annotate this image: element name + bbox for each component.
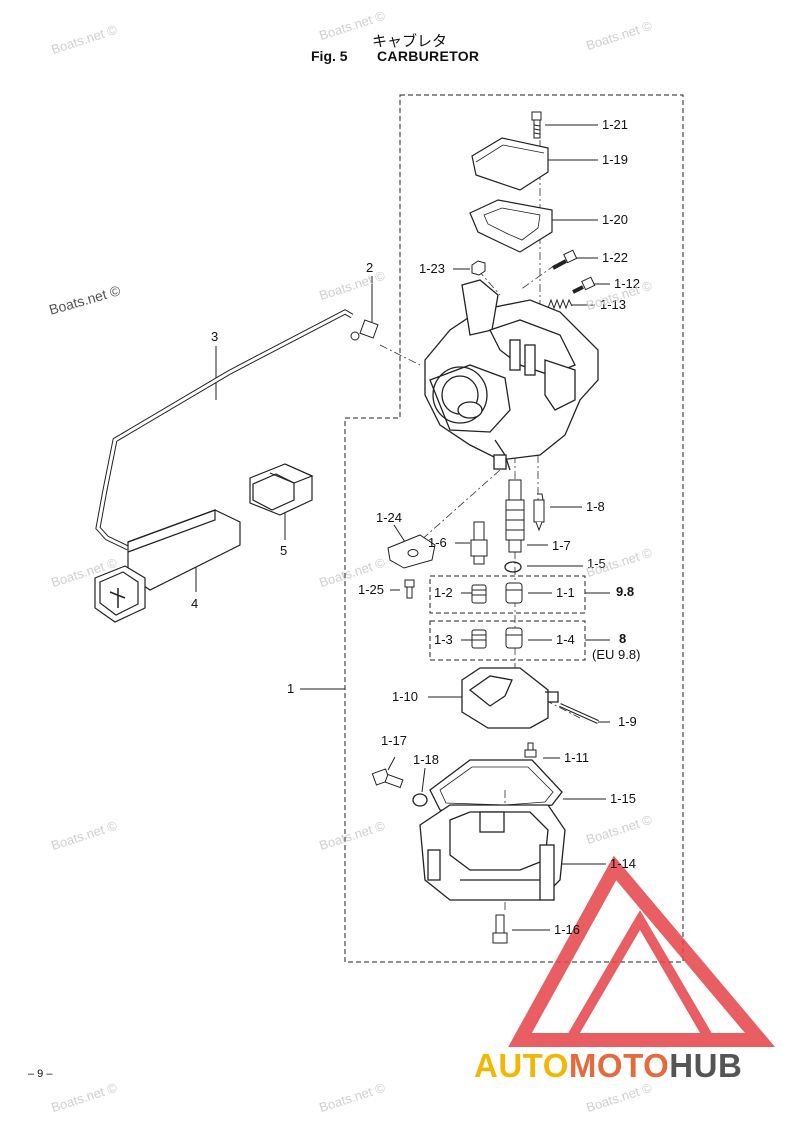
part-1-18-washer [412, 793, 428, 807]
brand-wordmark: AUTOMOTOHUB [474, 1047, 742, 1085]
automotohub-logo-mark [508, 855, 776, 1047]
part-1-23-nut [471, 260, 486, 276]
part-4-handle [94, 509, 241, 623]
part-label-1-9[interactable]: 1-9 [618, 714, 637, 729]
part-1-21-screw [531, 111, 542, 139]
part-1-13-spring [547, 298, 573, 310]
hp-label-eu-note: (EU 9.8) [592, 647, 641, 662]
part-1-19-cover [471, 137, 549, 191]
part-5-knob [249, 463, 314, 516]
brand-part-hub: HUB [669, 1047, 743, 1084]
brand-part-moto: MOTO [568, 1047, 670, 1084]
part-label-1-6[interactable]: 1-6 [428, 535, 447, 550]
part-label-1-21[interactable]: 1-21 [602, 117, 629, 132]
part-label-1-25[interactable]: 1-25 [358, 582, 385, 597]
part-1-24-plate [387, 534, 436, 569]
part-label-4[interactable]: 4 [191, 596, 199, 611]
part-1-11-screw [524, 742, 537, 758]
part-label-2[interactable]: 2 [366, 260, 374, 275]
part-label-1-4[interactable]: 1-4 [556, 632, 575, 647]
hp-label-9-8: 9.8 [616, 584, 635, 599]
part-1-25-screw [404, 579, 415, 599]
part-1-16-drain-screw [492, 914, 508, 944]
part-label-1-10[interactable]: 1-10 [392, 689, 419, 704]
part-1-3-pilot-jet [471, 629, 487, 649]
part-1-1-main-jet [505, 582, 523, 604]
part-label-5[interactable]: 5 [280, 543, 288, 558]
figure-number: Fig. 5 [311, 48, 348, 64]
part-1-20-gasket [469, 199, 553, 253]
part-label-1-1[interactable]: 1-1 [556, 585, 575, 600]
part-label-3[interactable]: 3 [211, 329, 219, 344]
part-3-rod [95, 309, 354, 551]
page-title: CARBURETOR [377, 48, 480, 64]
part-label-1-8[interactable]: 1-8 [586, 499, 605, 514]
part-1-6-jet-holder [470, 521, 488, 565]
assembly-boundary [344, 94, 684, 963]
part-1-7-emulsion-tube [505, 479, 525, 553]
part-1-15-gasket [429, 759, 563, 813]
japanese-title: キャブレタ [372, 32, 448, 50]
part-1-12-screw [572, 276, 596, 294]
part-label-1-23[interactable]: 1-23 [419, 261, 446, 276]
jet-set-box-8 [429, 620, 586, 661]
part-1-4-main-jet [505, 627, 523, 649]
part-label-1-24[interactable]: 1-24 [376, 510, 403, 525]
leader-lines [195, 124, 610, 931]
part-1-14-float-chamber [419, 804, 566, 901]
part-label-1-14[interactable]: 1-14 [610, 856, 637, 871]
part-label-1-7[interactable]: 1-7 [552, 538, 571, 553]
part-label-1-5[interactable]: 1-5 [587, 556, 606, 571]
part-label-1-13[interactable]: 1-13 [600, 297, 627, 312]
part-label-1-18[interactable]: 1-18 [413, 752, 440, 767]
part-label-1-11[interactable]: 1-11 [564, 750, 590, 765]
part-label-1-2[interactable]: 1-2 [434, 585, 453, 600]
part-label-1[interactable]: 1 [287, 681, 295, 696]
part-1-5-o-ring [504, 561, 522, 573]
part-2-link-joint [350, 319, 379, 341]
part-label-1-3[interactable]: 1-3 [434, 632, 453, 647]
part-label-1-22[interactable]: 1-22 [602, 250, 629, 265]
part-label-1-19[interactable]: 1-19 [602, 152, 629, 167]
part-label-1-17[interactable]: 1-17 [381, 733, 408, 748]
part-1-22-screw [552, 249, 578, 270]
part-1-8-float-needle [533, 493, 545, 532]
page-number: – 9 – [28, 1068, 53, 1080]
part-label-1-16[interactable]: 1-16 [554, 922, 581, 937]
part-1-17-drain-screw [371, 768, 404, 789]
part-label-1-12[interactable]: 1-12 [614, 276, 641, 291]
part-label-1-20[interactable]: 1-20 [602, 212, 629, 227]
part-1-carburetor-body [424, 279, 599, 471]
hp-label-8: 8 [619, 631, 627, 646]
part-1-10-float [461, 667, 559, 729]
brand-part-auto: AUTO [474, 1047, 569, 1084]
part-1-2-pilot-jet [471, 584, 487, 604]
part-label-1-15[interactable]: 1-15 [610, 791, 637, 806]
